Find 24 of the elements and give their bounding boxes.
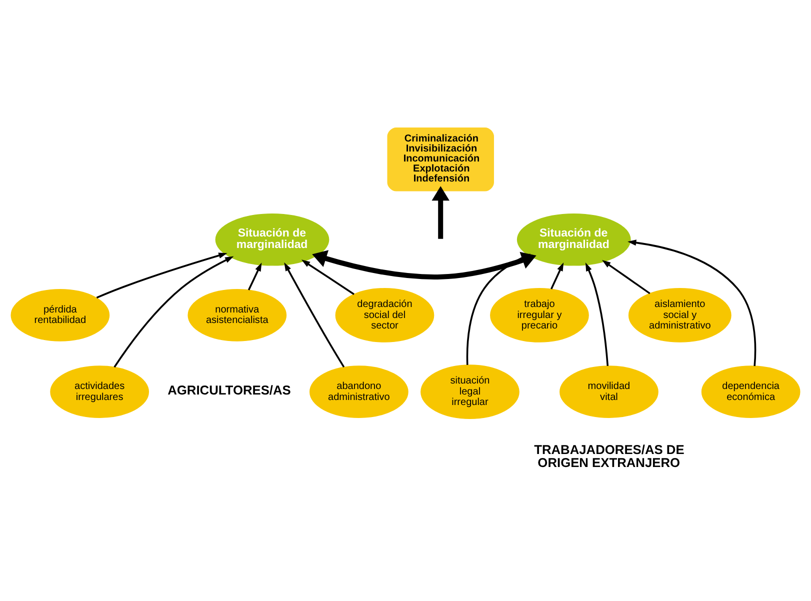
arrow [96,252,228,298]
node-ellipse: trabajo irregular y precario [490,288,589,342]
node-ellipse: actividades irregulares [50,366,149,418]
node-box: Criminalización Invisibilización Incomunicación Explotación Indefensión [387,128,494,192]
arrow [284,262,345,368]
arrow [432,186,450,239]
node-ellipse: dependencia económica [701,366,800,418]
arrow [602,260,650,294]
arrow [550,262,564,290]
node-ellipse: degradación social del sector [335,288,434,342]
node-ellipse: abandono administrativo [310,366,408,418]
node-ellipse: normativa asistencialista [188,289,287,342]
node-ellipse: Situación de marginalidad [516,213,631,266]
arrow [301,260,354,295]
arrow [114,256,234,368]
label: TRABAJADORES/AS DE ORIGEN EXTRANJERO [534,442,684,470]
label: AGRICULTORES/AS [168,382,291,398]
node-ellipse: pérdida rentabilidad [10,289,110,342]
arrow [312,250,536,280]
node-ellipse: situación legal irregular [420,364,520,420]
arrow [248,262,262,290]
node-ellipse: movilidad vital [560,366,658,418]
node-ellipse: aislamiento social y administrativo [628,288,732,342]
arrow [585,262,609,366]
